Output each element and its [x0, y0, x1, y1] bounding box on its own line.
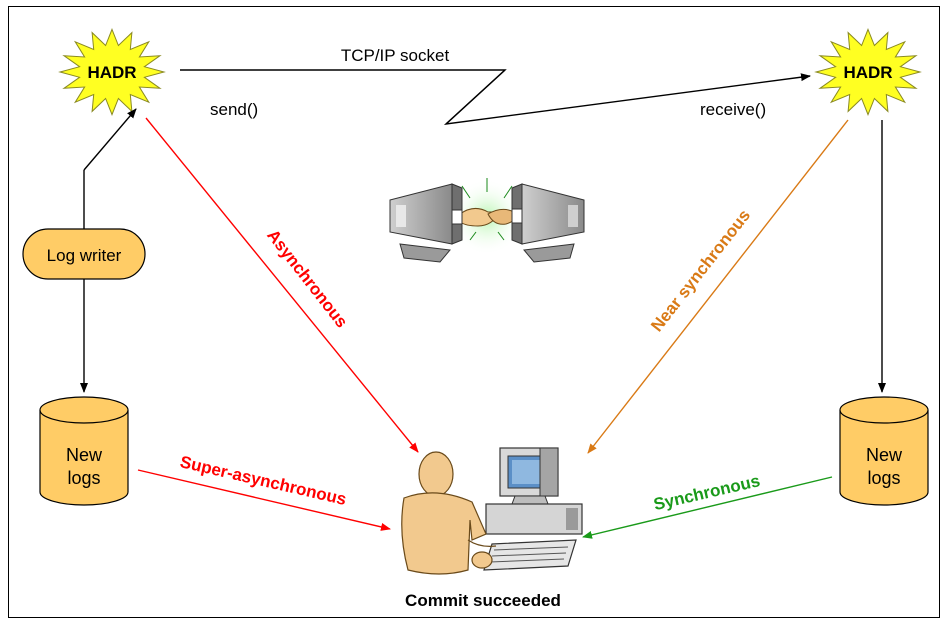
logs-left-line1: New: [66, 445, 103, 465]
hadr-left-burst-icon: [58, 28, 166, 116]
log-writer-node: Log writer: [22, 228, 146, 280]
send-label: send(): [210, 100, 258, 119]
tcp-ip-link: TCP/IP socket send() receive(): [180, 46, 811, 125]
receive-label: receive(): [700, 100, 766, 119]
socket-label: TCP/IP socket: [341, 46, 450, 65]
logs-left-line2: logs: [67, 468, 100, 488]
hadr-right-label: HADR: [843, 63, 892, 82]
log-writer-label: Log writer: [47, 246, 122, 265]
hadr-right-burst-icon: [814, 28, 922, 116]
user-at-computer-icon: [401, 447, 583, 575]
hadr-right-node: HADR: [814, 28, 922, 116]
new-logs-right-cylinder: New logs: [839, 396, 929, 506]
handshake-computers-icon: [389, 178, 585, 263]
log-writer-to-hadr-arrow: [83, 108, 137, 171]
hadr-left-label: HADR: [87, 63, 136, 82]
hadr-left-node: HADR: [58, 28, 166, 116]
logs-right-line1: New: [866, 445, 903, 465]
commit-succeeded-label: Commit succeeded: [405, 591, 561, 610]
synchronous-arrow: [582, 476, 833, 539]
new-logs-left-cylinder: New logs: [39, 396, 129, 506]
logs-right-line2: logs: [867, 468, 900, 488]
super-asynchronous-arrow: [137, 469, 391, 531]
asynchronous-arrow: [145, 117, 419, 453]
near-synchronous-arrow: [587, 119, 849, 454]
